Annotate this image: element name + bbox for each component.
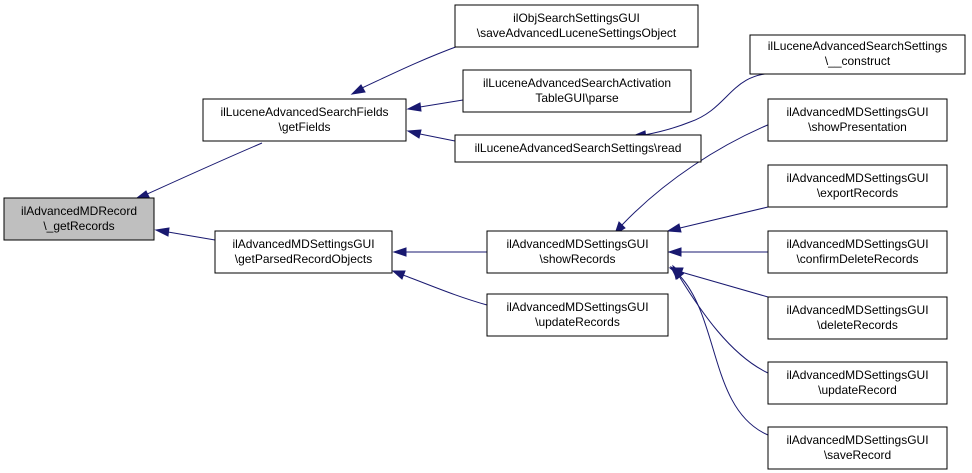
node-saverecord[interactable]: ilAdvancedMDSettingsGUI \saveRecord [767,426,948,470]
node-getfields[interactable]: ilLuceneAdvancedSearchFields \getFields [202,98,407,142]
node-showrecords-line1: ilAdvancedMDSettingsGUI [506,237,648,251]
node-activationtableparse-line2: TableGUI\parse [535,91,619,105]
node-settingsread-line1: ilLuceneAdvancedSearchSettings\read [475,141,682,155]
edge-confirmdeleterecords-to-showrecords [667,247,768,257]
edge-exportrecords-to-showrecords [666,206,769,233]
node-getparsedrecordobjects-line1: ilAdvancedMDSettingsGUI [232,237,374,251]
node-showpresentation-line2: \showPresentation [808,120,907,134]
node-updaterecord-line2: \updateRecord [818,383,897,397]
node-activationtableparse-line1: ilLuceneAdvancedSearchActivation [483,76,671,90]
node-saverecord-line2: \saveRecord [824,448,891,462]
edge-saverecord-to-showrecords [669,265,769,436]
node-updaterecords-line2: \updateRecords [535,315,620,329]
edge-getparsedrecordobjects-to-root [154,227,216,241]
node-updaterecord[interactable]: ilAdvancedMDSettingsGUI \updateRecord [767,361,948,405]
edge-updaterecord-to-showrecords [672,264,769,374]
node-getfields-line1: ilLuceneAdvancedSearchFields [220,105,388,119]
node-deleterecords-line1: ilAdvancedMDSettingsGUI [786,303,928,317]
nodes: ilAdvancedMDRecord \_getRecords ilLucene… [3,4,966,470]
node-confirmdeleterecords-line1: ilAdvancedMDSettingsGUI [786,237,928,251]
edges [135,44,778,436]
node-saverecord-line1: ilAdvancedMDSettingsGUI [786,433,928,447]
node-showrecords[interactable]: ilAdvancedMDSettingsGUI \showRecords [486,230,669,274]
edge-settingsread-to-getfields [406,129,456,142]
edge-saveadvancedlucenesettingsobject-to-getfields [350,44,462,95]
edge-updaterecords-to-getparsedrecordobjects [391,270,488,306]
node-settingsconstruct-line2: \__construct [825,54,891,68]
node-showrecords-line2: \showRecords [539,252,615,266]
node-getparsedrecordobjects[interactable]: ilAdvancedMDSettingsGUI \getParsedRecord… [214,230,393,274]
node-deleterecords[interactable]: ilAdvancedMDSettingsGUI \deleteRecords [767,296,948,340]
node-saveadvancedlucenesettingsobject[interactable]: ilObjSearchSettingsGUI \saveAdvancedLuce… [454,4,699,48]
node-confirmdeleterecords-line2: \confirmDeleteRecords [796,252,918,266]
edge-getfields-to-root [135,142,263,200]
node-settingsconstruct[interactable]: ilLuceneAdvancedSearchSettings \__constr… [749,34,966,75]
node-deleterecords-line2: \deleteRecords [817,318,898,332]
node-exportrecords-line2: \exportRecords [817,186,898,200]
node-getparsedrecordobjects-line2: \getParsedRecordObjects [235,252,372,266]
edge-showrecords-to-getparsedrecordobjects [392,247,487,257]
node-settingsread[interactable]: ilLuceneAdvancedSearchSettings\read [454,134,702,163]
node-root-getrecords[interactable]: ilAdvancedMDRecord \_getRecords [3,197,155,241]
node-root-line2: \_getRecords [43,219,114,233]
node-updaterecord-line1: ilAdvancedMDSettingsGUI [786,368,928,382]
node-exportrecords[interactable]: ilAdvancedMDSettingsGUI \exportRecords [767,164,948,208]
node-settingsconstruct-line1: ilLuceneAdvancedSearchSettings [768,39,947,53]
node-confirmdeleterecords[interactable]: ilAdvancedMDSettingsGUI \confirmDeleteRe… [767,230,948,274]
node-saveadvancedlucenesettingsobject-line2: \saveAdvancedLuceneSettingsObject [477,26,677,40]
node-root-line1: ilAdvancedMDRecord [21,204,137,218]
node-saveadvancedlucenesettingsobject-line1: ilObjSearchSettingsGUI [513,11,640,25]
node-exportrecords-line1: ilAdvancedMDSettingsGUI [786,171,928,185]
node-activationtableparse[interactable]: ilLuceneAdvancedSearchActivation TableGU… [462,69,692,113]
node-updaterecords[interactable]: ilAdvancedMDSettingsGUI \updateRecords [486,293,669,337]
node-showpresentation-line1: ilAdvancedMDSettingsGUI [786,105,928,119]
node-updaterecords-line1: ilAdvancedMDSettingsGUI [506,300,648,314]
node-getfields-line2: \getFields [278,120,330,134]
edge-activationtableparse-to-getfields [406,99,464,112]
node-showpresentation[interactable]: ilAdvancedMDSettingsGUI \showPresentatio… [767,98,948,142]
